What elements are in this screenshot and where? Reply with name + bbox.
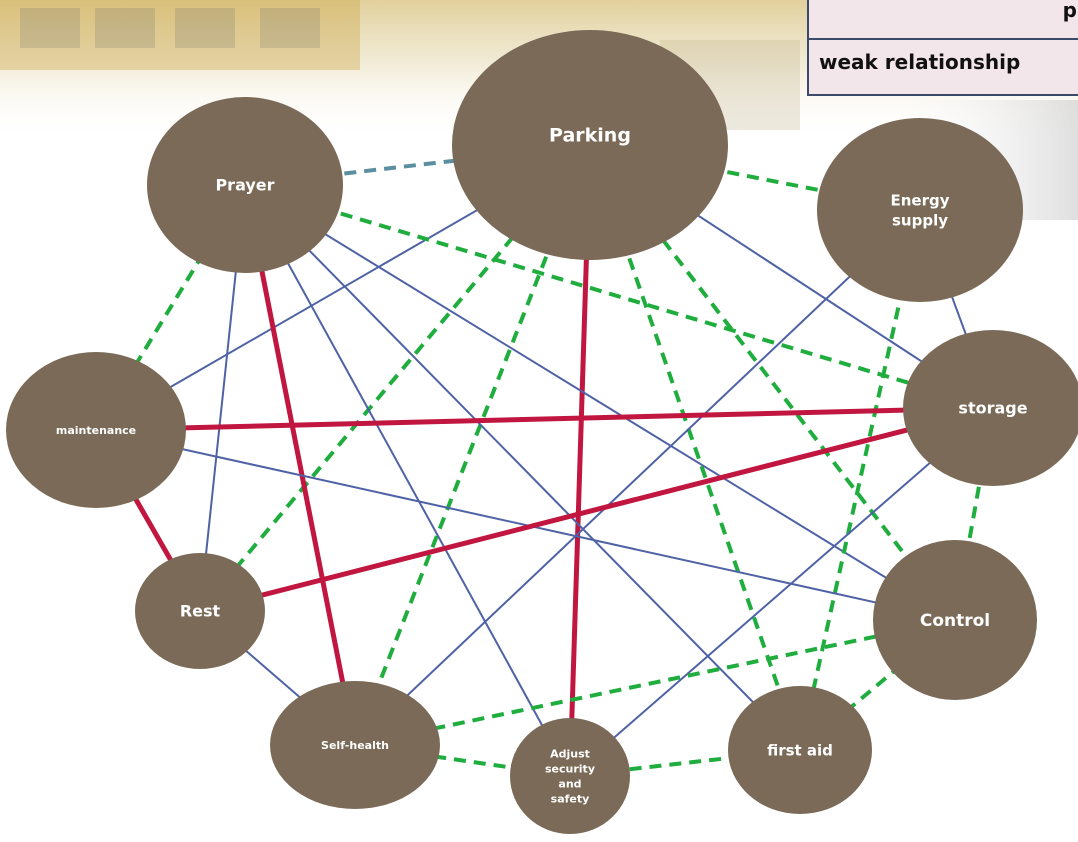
edge-medium-maintenance-control [95, 429, 956, 621]
edge-medium-energy-selfhealth [354, 209, 921, 746]
node-firstaid: first aid [728, 686, 872, 814]
node-label-energy: Energy [890, 191, 949, 209]
edge-medium-storage-adjust [569, 407, 994, 777]
node-label-storage: storage [958, 399, 1027, 418]
node-label-adjust: Adjust [550, 747, 590, 760]
node-circle-maintenance [6, 352, 186, 508]
node-circle-energy [817, 118, 1023, 302]
node-label-selfhealth: Self-health [321, 739, 389, 752]
edge-weak-selfhealth-control [354, 618, 956, 747]
node-parking: Parking [452, 30, 728, 260]
node-label-maintenance: maintenance [56, 424, 136, 437]
legend-weak-label: weak relationship [819, 50, 1021, 74]
edge-weak-energy-firstaid [798, 209, 922, 751]
node-label-prayer: Prayer [215, 176, 274, 195]
edge-weak-prayer-storage [244, 183, 994, 410]
node-circle-selfhealth [270, 681, 440, 809]
node-label-firstaid: first aid [767, 741, 833, 759]
node-label-adjust: and [558, 777, 581, 790]
legend-box: p weak relationship [807, 0, 1078, 96]
node-label-adjust: safety [551, 792, 590, 805]
node-circle-prayer [147, 97, 343, 273]
node-label-energy: supply [892, 211, 948, 229]
node-storage: storage [903, 330, 1078, 486]
node-label-adjust: security [545, 762, 595, 775]
node-label-rest: Rest [180, 602, 221, 621]
edge-medium-prayer-control [244, 184, 956, 621]
legend-weak-row: weak relationship [809, 40, 1078, 96]
node-circle-storage [903, 330, 1078, 486]
node-adjust: Adjust security and safety [510, 718, 630, 834]
node-circle-firstaid [728, 686, 872, 814]
node-maintenance: maintenance [6, 352, 186, 508]
edge-strong-maintenance-storage [95, 405, 994, 433]
node-circle-control [873, 540, 1037, 700]
node-label-control: Control [920, 611, 990, 631]
node-prayer: Prayer [147, 97, 343, 273]
node-circle-rest [135, 553, 265, 669]
node-energy: Energy supply [817, 118, 1023, 302]
edge-weak-storage-control [953, 407, 995, 621]
node-label-parking: Parking [549, 125, 631, 147]
legend-strong-row: p [809, 0, 1078, 40]
legend-strong-fragment: p [1062, 0, 1077, 22]
node-circle-adjust [510, 718, 630, 834]
edge-strong-rest-storage [199, 405, 994, 614]
node-control: Control [873, 540, 1037, 700]
edge-strong-prayer-selfhealth [242, 184, 358, 746]
node-rest: Rest [135, 553, 265, 669]
node-selfhealth: Self-health [270, 681, 440, 809]
edge-medium-prayer-adjust [244, 184, 571, 777]
node-circle-parking [452, 30, 728, 260]
